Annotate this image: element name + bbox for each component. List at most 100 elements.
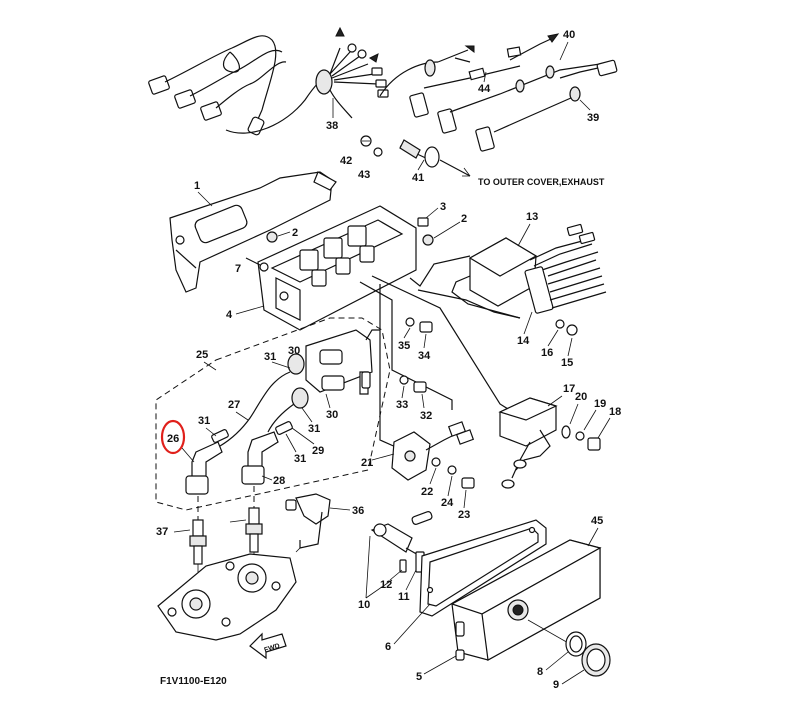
callout-44: 44 — [478, 83, 491, 95]
callout-7: 7 — [235, 263, 241, 275]
callout-14: 14 — [517, 335, 530, 347]
callout-45: 45 — [591, 515, 603, 527]
cylinder-head[interactable] — [157, 553, 297, 641]
washer-16[interactable] — [555, 319, 565, 329]
callout-43: 43 — [358, 169, 370, 181]
callout-40: 40 — [563, 29, 575, 41]
gasket-6[interactable] — [419, 519, 547, 617]
spark-plug-37b[interactable] — [245, 507, 263, 560]
gasket-8[interactable] — [565, 631, 587, 657]
callout-33: 33 — [396, 399, 408, 411]
callout-37: 37 — [156, 526, 168, 538]
callout-41: 41 — [412, 172, 424, 184]
bolt-23[interactable] — [461, 477, 475, 489]
bolt-15[interactable] — [566, 324, 578, 336]
fwd-label: FWD — [263, 643, 280, 655]
fwd-arrow: FWD — [249, 632, 287, 660]
high-tension-cords-27[interactable] — [211, 371, 295, 447]
callout-25: 25 — [196, 349, 208, 361]
callout-38: 38 — [326, 120, 338, 132]
callout-32: 32 — [420, 410, 432, 422]
callout-26[interactable]: 26 — [167, 433, 179, 445]
clip-12[interactable] — [399, 559, 407, 573]
callout-30a: 30 — [288, 345, 300, 357]
callout-17: 17 — [563, 383, 575, 395]
washer-43[interactable] — [373, 147, 383, 157]
grommet-41[interactable] — [399, 139, 471, 177]
callout-21: 21 — [361, 457, 373, 469]
cap-guide-line — [527, 619, 571, 645]
callout-29: 29 — [312, 445, 324, 457]
callout-31a: 31 — [264, 351, 276, 363]
callout-39: 39 — [587, 112, 599, 124]
hose-10[interactable] — [370, 511, 433, 557]
spark-plug-37a[interactable] — [189, 519, 207, 572]
spark-plug-cap-28[interactable] — [241, 431, 279, 485]
callout-15: 15 — [561, 357, 573, 369]
callout-42: 42 — [340, 155, 352, 167]
callout-5: 5 — [416, 671, 422, 683]
bolt-32[interactable] — [413, 381, 427, 393]
small-part-29-clip[interactable] — [361, 371, 371, 389]
exhaust-cover-45[interactable] — [450, 539, 602, 661]
nut-2b[interactable] — [422, 234, 434, 246]
grommet-20[interactable] — [561, 425, 571, 439]
bolt-42[interactable] — [360, 135, 372, 147]
callout-16: 16 — [541, 347, 553, 359]
ignition-coil-30[interactable] — [287, 329, 380, 409]
mount-plate-4[interactable] — [257, 205, 417, 331]
harness-line-d — [409, 255, 471, 287]
callout-31d: 31 — [294, 453, 306, 465]
nut-2a[interactable] — [266, 231, 278, 243]
washer-24[interactable] — [447, 465, 457, 475]
callout-19: 19 — [594, 398, 606, 410]
bolt-18[interactable] — [587, 437, 601, 451]
callout-6: 6 — [385, 641, 391, 653]
connector-14[interactable] — [524, 223, 607, 314]
callout-2a: 2 — [292, 227, 298, 239]
callout-2b: 2 — [461, 213, 467, 225]
bolt-34[interactable] — [419, 321, 433, 333]
bolt-7[interactable] — [245, 257, 269, 272]
callout-31b: 31 — [308, 423, 320, 435]
callout-13: 13 — [526, 211, 538, 223]
callout-22: 22 — [421, 486, 433, 498]
callout-31c: 31 — [198, 415, 210, 427]
callout-8: 8 — [537, 666, 543, 678]
cap-9[interactable] — [581, 643, 611, 677]
sensor-36[interactable] — [285, 493, 331, 553]
wire-harness-38[interactable] — [148, 26, 389, 136]
callout-34: 34 — [418, 350, 431, 362]
callout-11: 11 — [398, 591, 410, 603]
battery-cables-39-40-44[interactable] — [379, 33, 618, 152]
relay-17[interactable] — [498, 397, 558, 489]
callout-28: 28 — [273, 475, 285, 487]
callout-1: 1 — [194, 180, 200, 192]
callout-20: 20 — [575, 391, 587, 403]
bolt-3[interactable] — [417, 217, 429, 227]
callout-9: 9 — [553, 679, 559, 691]
plug-guide-lines — [197, 486, 255, 520]
note-exhaust: TO OUTER COVER,EXHAUST — [478, 177, 605, 187]
callout-3: 3 — [440, 201, 446, 213]
thermo-switch-21[interactable] — [391, 421, 475, 481]
callout-24: 24 — [441, 497, 454, 509]
bracket-1[interactable] — [169, 171, 337, 293]
harness-line-c — [379, 284, 399, 449]
highlight-ring-26[interactable] — [160, 419, 186, 455]
diagram-code: F1V1100-E120 — [160, 676, 227, 687]
harness-line-a — [359, 281, 453, 410]
washer-33[interactable] — [399, 375, 409, 385]
washer-19[interactable] — [575, 431, 585, 441]
callout-23: 23 — [458, 509, 470, 521]
spark-plug-cap-26[interactable] — [185, 441, 223, 495]
rectifier-13[interactable] — [451, 237, 599, 319]
callout-36: 36 — [352, 505, 364, 517]
callout-27: 27 — [228, 399, 240, 411]
callout-18: 18 — [609, 406, 621, 418]
callout-4: 4 — [226, 309, 233, 321]
clamp-22[interactable] — [431, 457, 441, 467]
callout-30b: 30 — [326, 409, 338, 421]
washer-35[interactable] — [405, 317, 415, 327]
